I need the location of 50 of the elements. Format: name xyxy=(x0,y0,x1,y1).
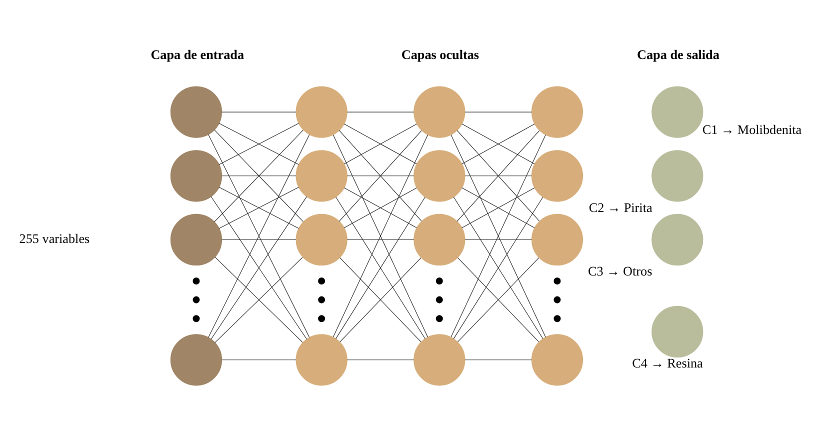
node-label: C4 → Resina xyxy=(632,355,703,370)
node-circle xyxy=(414,213,466,266)
node-label: C1 → Molibdenita xyxy=(702,121,802,136)
connector xyxy=(453,196,544,339)
node-circle xyxy=(652,305,704,358)
node-circle xyxy=(414,150,466,202)
connector xyxy=(222,111,296,112)
node-circle xyxy=(652,86,704,138)
connector xyxy=(464,359,532,360)
node-circle xyxy=(414,334,466,386)
label: Capa de salida xyxy=(637,46,720,62)
connector xyxy=(450,134,546,337)
connector xyxy=(344,123,417,164)
label: Capas ocultas xyxy=(401,46,480,62)
node-circle xyxy=(296,334,348,386)
connector xyxy=(464,238,532,240)
node-circle xyxy=(170,150,222,202)
connector xyxy=(464,111,532,112)
connector xyxy=(462,123,535,164)
connector xyxy=(346,238,414,240)
label: Capa de entrada xyxy=(150,46,244,62)
connector xyxy=(222,359,296,360)
node-circle xyxy=(531,86,584,138)
connector xyxy=(346,111,414,112)
node-circle xyxy=(531,150,584,202)
node-circle xyxy=(170,334,222,386)
node-label: C2 → Pirita xyxy=(588,199,652,214)
connector xyxy=(336,196,426,339)
node-circle xyxy=(296,150,348,202)
connector xyxy=(464,175,532,176)
connector xyxy=(332,134,428,337)
node-circle xyxy=(414,86,466,138)
connector xyxy=(222,238,296,240)
connector xyxy=(346,175,414,176)
connector xyxy=(218,122,299,164)
node-circle xyxy=(170,86,222,138)
label: 255 variables xyxy=(19,230,90,246)
node-label: C3 → Otros xyxy=(588,263,652,278)
connector xyxy=(218,186,299,228)
connector xyxy=(346,359,414,360)
node-circle xyxy=(170,213,222,266)
connector xyxy=(222,175,296,176)
connector xyxy=(208,134,310,338)
node-circle xyxy=(296,213,348,266)
node-circle xyxy=(652,150,704,202)
node-circle xyxy=(531,213,584,266)
node-circle xyxy=(296,86,348,138)
connector xyxy=(210,196,308,339)
node-circle xyxy=(652,213,704,266)
node-circle xyxy=(531,334,584,386)
